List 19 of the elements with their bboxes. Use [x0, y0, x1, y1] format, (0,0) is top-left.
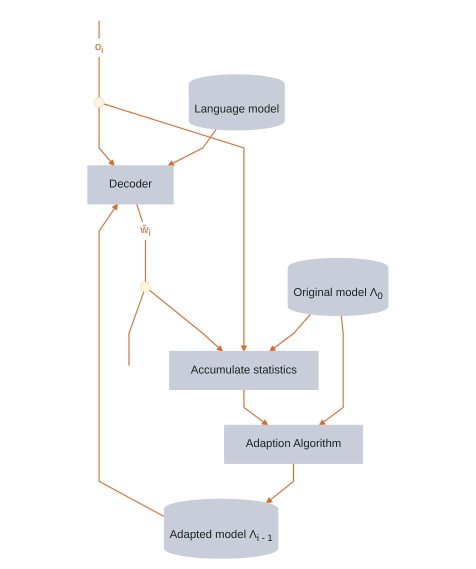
node-box: Accumulate statistics — [169, 350, 319, 390]
connector — [98, 20, 100, 98]
arrow — [149, 290, 223, 352]
edge-label: ŵ$_{i}$ — [140, 224, 151, 238]
arrow — [319, 316, 344, 426]
arrow — [98, 204, 165, 518]
node-box: Decoder — [87, 165, 174, 204]
node-circle — [94, 97, 105, 108]
arrow — [266, 464, 294, 504]
node-circle — [140, 282, 151, 292]
node-box: Adaption Algorithm — [224, 424, 364, 464]
edge-label: o$_{i}$ — [94, 40, 104, 55]
connector — [136, 204, 146, 282]
arrow — [243, 390, 268, 426]
arrow — [168, 128, 217, 166]
arrow — [98, 107, 115, 166]
arrow — [104, 103, 248, 352]
connector — [128, 291, 144, 366]
arrow — [269, 314, 312, 352]
